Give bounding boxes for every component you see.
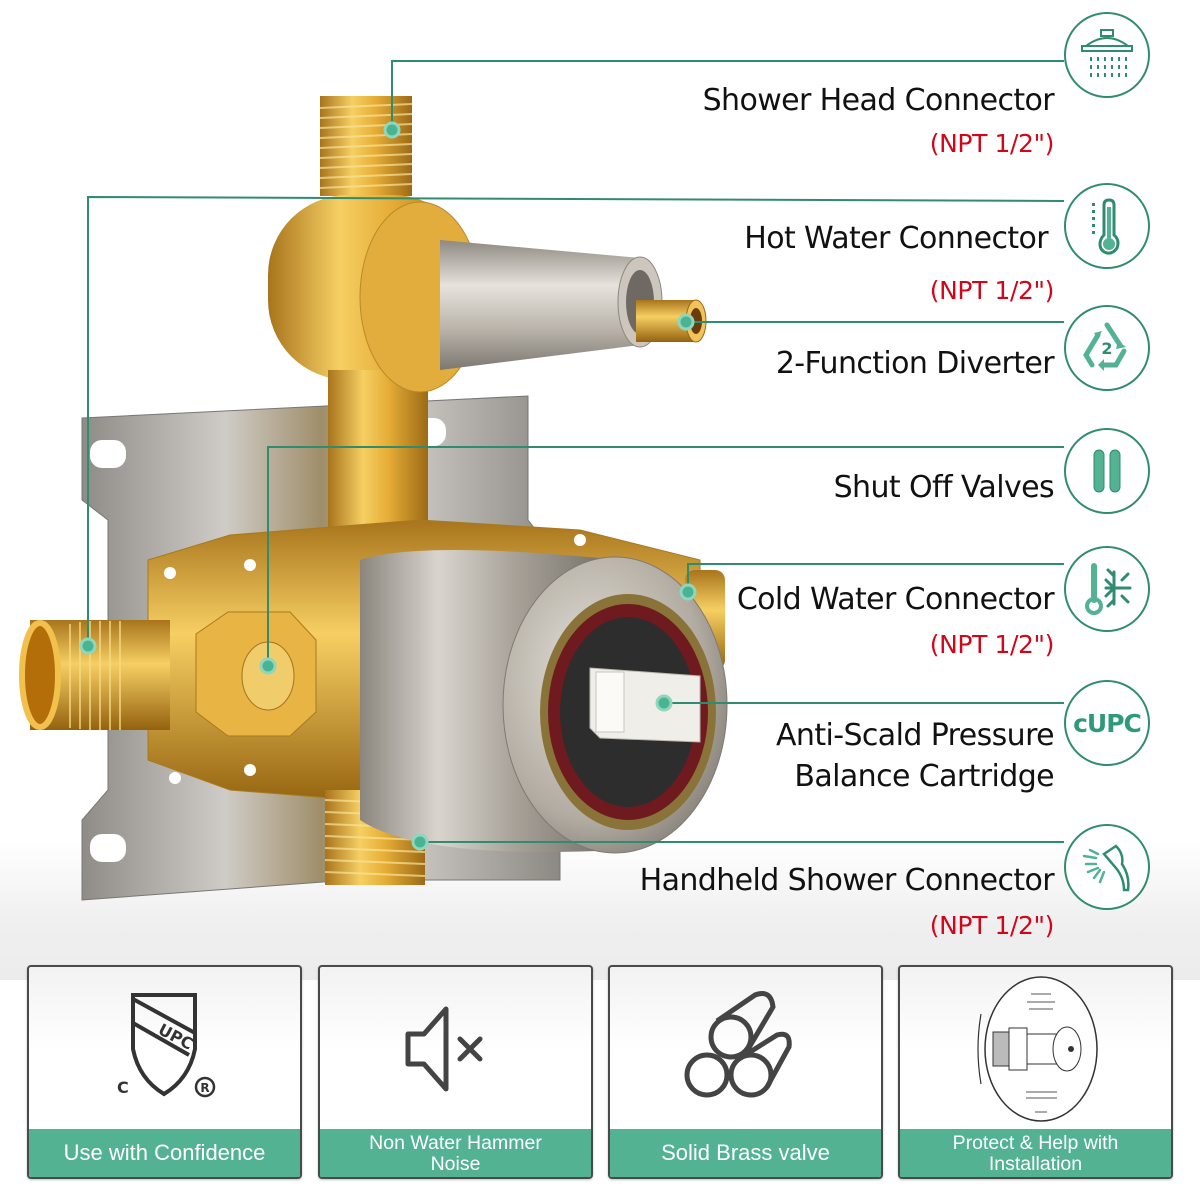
feature-card-solid-brass: Solid Brass valve [608,965,883,1179]
plaster-guard-icon [900,967,1171,1131]
callout-cold-water-title: Cold Water Connector [736,582,1055,617]
callout-handheld-title: Handheld Shower Connector [639,863,1055,898]
feature-label-line1: Protect & Help with [952,1132,1119,1154]
svg-text:2: 2 [1101,339,1112,358]
callout-cartridge-title-line2: Balance Cartridge [794,759,1054,794]
cupc-badge-icon: cUPC [1064,680,1150,766]
callout-shower-head-title: Shower Head Connector [702,83,1055,118]
feature-card-certified: UPC C R Use with Confidence [27,965,302,1179]
handheld-shower-icon [1064,824,1150,910]
feature-label: Use with Confidence [29,1129,300,1177]
cupc-badge-text: cUPC [1073,708,1142,738]
callout-handheld-spec: (NPT 1/2") [929,911,1055,940]
feature-label: Solid Brass valve [610,1129,881,1177]
thermometer-snowflake-icon [1064,546,1150,632]
feature-label: Non Water Hammer Noise [320,1129,591,1177]
thermometer-hot-icon [1064,183,1150,269]
callout-shutoff-title: Shut Off Valves [833,470,1055,505]
callout-cold-water-spec: (NPT 1/2") [929,630,1055,659]
svg-text:C: C [117,1078,129,1097]
mute-speaker-icon [320,967,591,1131]
feature-label-line2: Installation [988,1153,1083,1175]
pause-bars-icon [1064,428,1150,514]
brass-pipes-icon [610,967,881,1131]
feature-card-plaster-guard: Protect & Help with Installation [898,965,1173,1179]
callout-leader-lines [79,60,1065,851]
svg-text:R: R [200,1081,209,1095]
callout-diverter-title: 2-Function Diverter [775,346,1055,381]
feature-label: Protect & Help with Installation [900,1129,1171,1177]
callout-cartridge-title-line1: Anti-Scald Pressure [776,718,1055,753]
shower-valve-illustration [19,96,728,901]
callout-hot-water-spec: (NPT 1/2") [929,276,1055,305]
callout-shower-head-spec: (NPT 1/2") [929,129,1055,158]
recycle-2-icon: 2 [1064,305,1150,391]
upc-shield-icon: UPC C R [29,967,300,1131]
shower-head-icon [1064,12,1150,98]
feature-label-line1: Non Water Hammer [369,1132,542,1154]
callout-hot-water-title: Hot Water Connector [744,221,1048,256]
feature-card-non-water-hammer: Non Water Hammer Noise [318,965,593,1179]
feature-label-line2: Noise [430,1153,481,1175]
